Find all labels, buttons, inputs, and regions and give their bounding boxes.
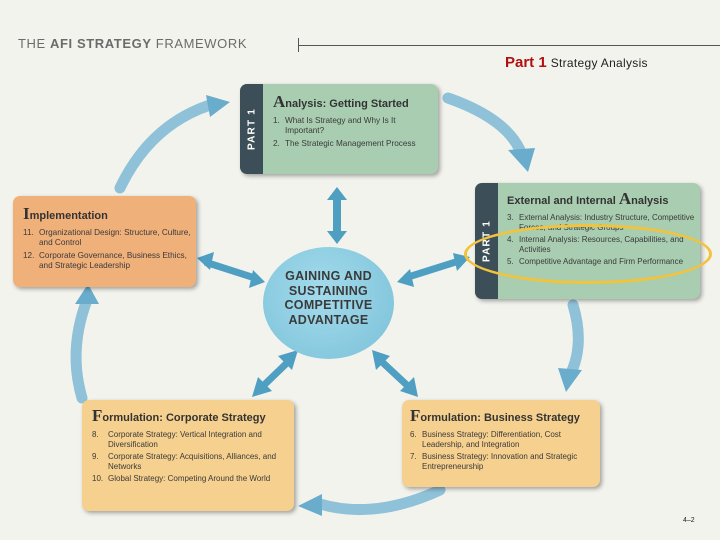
- item-text: What Is Strategy and Why Is It Important…: [285, 116, 396, 135]
- item-number: 11.: [23, 228, 34, 237]
- box-analysis-getting-started: PART 1 Analysis: Getting Started 1. What …: [240, 84, 438, 174]
- item-number: 10.: [92, 474, 104, 483]
- box-formulation-business-strategy: Formulation: Business Strategy 6. Busines…: [402, 400, 600, 487]
- item-number: 3.: [507, 213, 514, 222]
- framework-title-prefix: THE: [18, 36, 51, 51]
- center-arrow-business-a: [372, 350, 390, 370]
- framework-title-suffix: FRAMEWORK: [151, 36, 248, 51]
- framework-title-bold: AFI STRATEGY: [50, 36, 152, 51]
- center-line: GAINING AND: [285, 269, 372, 283]
- header-divider-horizontal: [298, 45, 720, 46]
- item-text: The Strategic Management Process: [285, 139, 416, 148]
- box-title: Formulation: Corporate Strategy: [92, 406, 294, 426]
- item-list: 6. Business Strategy: Differentiation, Co…: [410, 430, 594, 471]
- item-text: Global Strategy: Competing Around the Wo…: [108, 474, 271, 483]
- title-initial: F: [92, 406, 103, 425]
- center-arrow-analysis-b: [327, 231, 347, 244]
- title-initial: F: [410, 406, 421, 425]
- list-item: 12. Corporate Governance, Business Ethics…: [23, 251, 196, 271]
- part-label: Part 1: [505, 54, 547, 71]
- title-rest: ormulation: Business Strategy: [420, 412, 580, 424]
- box-formulation-corporate-strategy: Formulation: Corporate Strategy 8. Corpor…: [82, 400, 294, 511]
- list-item: 11. Organizational Design: Structure, Cul…: [23, 228, 196, 248]
- title-pre: External and Internal: [507, 195, 619, 207]
- list-item: 8. Corporate Strategy: Vertical Integrati…: [92, 430, 288, 449]
- item-number: 7.: [410, 452, 417, 461]
- title-rest: ormulation: Corporate Strategy: [102, 412, 266, 424]
- center-line: SUSTAINING: [288, 283, 369, 298]
- list-item: 2. The Strategic Management Process: [273, 139, 434, 149]
- title-rest: mplementation: [29, 210, 108, 222]
- item-number: 2.: [273, 139, 280, 148]
- list-item: 10. Global Strategy: Competing Around the…: [92, 474, 288, 484]
- center-arrow-implementation-a: [197, 252, 214, 270]
- cycle-arrowhead-external: [508, 148, 535, 172]
- title-initial: A: [618, 189, 632, 208]
- list-item: 7. Business Strategy: Innovation and Stra…: [410, 452, 594, 471]
- center-arrow-corporate-b: [278, 350, 298, 370]
- item-list: 11. Organizational Design: Structure, Cul…: [23, 228, 196, 271]
- center-arrow-implementation-b: [249, 270, 265, 288]
- cycle-arrowhead-corporate: [298, 494, 322, 516]
- item-number: 6.: [410, 430, 417, 439]
- list-item: 1. What Is Strategy and Why Is It Importa…: [273, 116, 434, 136]
- box-title: Formulation: Business Strategy: [410, 406, 600, 426]
- item-number: 9.: [92, 452, 99, 461]
- center-line: ADVANTAGE: [288, 312, 369, 327]
- item-text: Business Strategy: Differentiation, Cost…: [422, 430, 562, 449]
- item-text: Corporate Governance, Business Ethics, a…: [39, 251, 187, 270]
- title-rest: nalysis: Getting Started: [285, 98, 409, 110]
- part-tab-label: PART 1: [246, 107, 257, 151]
- part-tab: PART 1: [240, 84, 263, 174]
- center-arrow-external-a: [397, 269, 414, 287]
- cycle-arrow-implementation-to-analysis: [114, 99, 216, 194]
- list-item: 6. Business Strategy: Differentiation, Co…: [410, 430, 594, 449]
- title-initial: A: [273, 92, 286, 111]
- list-item: 9. Corporate Strategy: Acquisitions, Alli…: [92, 452, 288, 471]
- item-text: Business Strategy: Innovation and Strate…: [422, 452, 578, 471]
- center-arrow-analysis: [327, 187, 347, 231]
- center-line: COMPETITIVE: [284, 298, 373, 312]
- title-rest: nalysis: [631, 195, 669, 207]
- item-text: Corporate Strategy: Vertical Integration…: [108, 430, 262, 449]
- cycle-arrowhead-analysis: [206, 95, 230, 117]
- cycle-arrowheads: [75, 95, 582, 516]
- cycle-arrow-corporate-to-implementation: [70, 294, 93, 404]
- center-label: GAINING AND SUSTAINING COMPETITIVE ADVAN…: [263, 269, 394, 327]
- part-name: Strategy Analysis: [550, 56, 648, 70]
- title-initial: I: [23, 204, 30, 223]
- cycle-arrow-analysis-to-external: [442, 92, 526, 156]
- item-list: 8. Corporate Strategy: Vertical Integrati…: [92, 430, 288, 484]
- cycle-arrowhead-implementation: [75, 284, 99, 304]
- item-list: 1. What Is Strategy and Why Is It Importa…: [273, 116, 434, 149]
- item-text: Corporate Strategy: Acquisitions, Allian…: [108, 452, 277, 471]
- center-arrow-corporate-a: [252, 377, 272, 397]
- framework-title: THE AFI STRATEGY FRAMEWORK: [18, 36, 247, 51]
- cycle-arrows: [70, 92, 584, 516]
- cycle-arrow-business-to-corporate: [314, 484, 446, 516]
- cycle-arrowhead-business: [558, 368, 582, 392]
- box-title: Implementation: [23, 204, 196, 224]
- box-title: External and Internal Analysis: [507, 189, 696, 209]
- center-arrow-business-b: [400, 377, 418, 397]
- item-number: 8.: [92, 430, 99, 439]
- item-text: Organizational Design: Structure, Cultur…: [39, 228, 191, 247]
- highlight-ellipse: [464, 224, 712, 284]
- box-title: Analysis: Getting Started: [273, 92, 434, 112]
- page-number: 4–2: [683, 517, 695, 524]
- item-number: 1.: [273, 116, 280, 125]
- center-circle: GAINING AND SUSTAINING COMPETITIVE ADVAN…: [263, 247, 394, 359]
- cycle-arrow-external-to-business: [564, 299, 584, 381]
- item-number: 12.: [23, 251, 35, 260]
- box-implementation: Implementation 11. Organizational Design:…: [13, 196, 196, 287]
